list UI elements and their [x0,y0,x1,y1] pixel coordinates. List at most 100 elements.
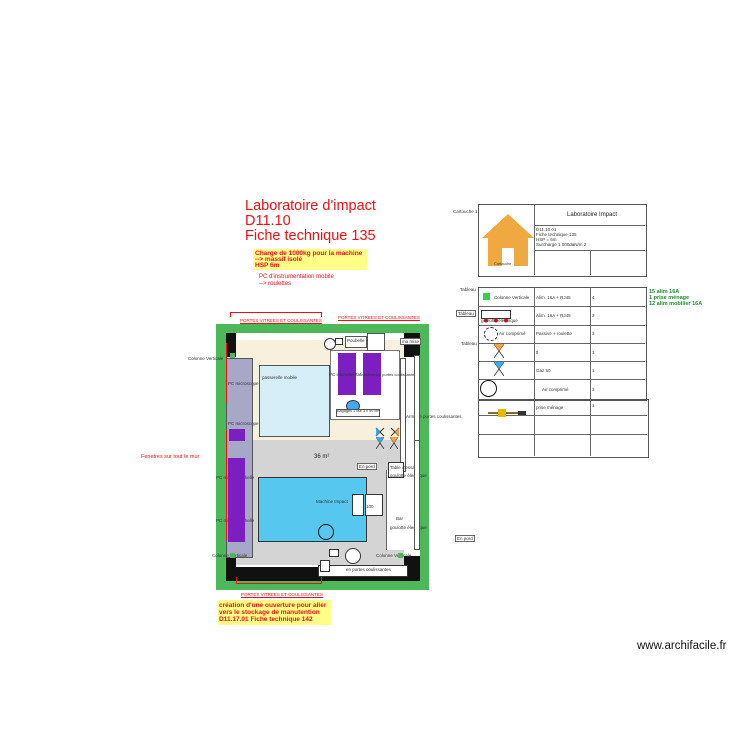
load-note-line3: HSP 6m [255,262,280,269]
legend2-col-1 [534,399,535,456]
pc-note-line1: PC d'instrumentation mobile [259,274,334,280]
colonne-marker-br [398,553,403,558]
poubelle-label: Poubelle [347,338,365,343]
legend-row6-qty: 3 [592,387,595,392]
colonne-marker-tl [230,353,235,358]
tb-divider-4 [590,250,591,275]
legend-row5-desc: Gaz 50 [536,368,551,373]
bottom-cabinet [318,565,408,577]
passerelle-label: passerelle mobile [262,375,298,380]
small-table-icon [329,549,339,557]
gas-valve-icon-4 [389,436,399,450]
colonne-marker-bl [230,553,235,558]
title-block [478,204,647,277]
watermark: www.archifacile.fr [637,640,727,652]
legend-row4-desc: tl [536,350,539,355]
purple-bench-left [228,458,245,542]
door-frame-bl [226,556,236,581]
tb-line1: D11.10.01 [536,227,557,232]
legend-table-2 [478,399,649,458]
pc-left2-label: PC microscope [228,421,259,426]
bar-label: Bar [396,516,404,521]
plan-title-line2: D11.10 [245,213,291,229]
poubelle-box [345,336,367,348]
purple-pc-2 [363,353,381,395]
door-frame-tr [404,333,420,357]
door-frame-bottom-left [236,567,320,581]
legend-row1-qty: 4 [592,295,595,300]
opening-note-line3: D11.17.01 Fiche technique 142 [219,616,313,623]
legend-colonne-icon [483,293,490,300]
tb-divider-2 [534,225,645,226]
legend-goulotte-icon [481,310,511,323]
prise-menage-icon [488,404,528,417]
goulotte-strip [414,440,420,550]
goulotte-label-1: goulotte électrique [390,473,427,478]
gas-valve-icon-2 [390,424,400,437]
small-box-icon [335,338,343,345]
load-note-line1: Charge de 1000kg pour la machine [255,250,363,257]
armoire-label: Armoire portes coulissantes [367,372,417,377]
legend-air-icon [484,327,498,341]
bagages-box [336,409,380,417]
colonne-bl-label: Colonne Verticale [212,553,248,558]
opening-note-line1: création d'une ouverture pour aller [219,602,327,609]
load-note-box [253,249,367,270]
machine-block [365,494,383,516]
plan-title-line3: Fiche technique 135 [245,228,376,244]
tableau-tag: Tableau [456,310,476,317]
gas-valve-icon-1 [375,424,385,437]
door-swing-bottom [236,577,322,584]
purple-small-left [229,429,245,441]
opening-note-box [218,600,331,625]
legend2-row-1 [478,415,647,416]
legend-row-1 [478,306,645,307]
tb-divider-1 [534,204,535,275]
legend-air-compr-icon [480,380,497,397]
table-essai-label: Table d'essai [390,465,416,470]
door-frame-tl [226,333,236,357]
tb-line2: Fiche technique 135 [536,232,577,237]
summary-line2: 1 prise ménage [649,295,690,301]
legend-row2-name: goulotte électrique [481,318,518,323]
bottom-cabinet-label: en portes coulissantes [346,567,391,572]
legend-gas-icon-1 [493,343,505,359]
legend-row7-qty: 1 [592,403,595,408]
legend-table [478,287,647,401]
windows-note: Fenetres sur tout le mur [141,454,200,460]
area-label: 36 m² [314,454,330,460]
compressed-air-icon [318,524,334,540]
side-bench [386,470,405,550]
machine-impact [258,477,367,542]
legend-side-label: Tableau [461,341,477,346]
pc-note-line2: --> roulettes [259,281,292,287]
dim-label: 100 [366,504,374,509]
cartouche-label: Cartouche 1 [453,209,478,214]
door-frame-br [404,556,420,581]
sink-box [367,333,385,351]
stool-icon [345,548,361,564]
doors-bottom-label: PORTES VITREES ET COULISSANTES [241,592,323,597]
tb-line4: Surcharge 1 000daN/m 2 [536,242,587,247]
tb-name: Laboratoire Impact [567,212,618,218]
sink-bottom-icon [320,560,330,572]
legend2-col-2 [590,399,591,456]
bagages-label: Bagages 1 lise 3 x 50 cm [337,409,380,413]
en-pord-tag-1: En pord [357,463,377,470]
legend-title: Tableau [460,287,476,292]
window-left-1 [216,343,227,403]
goulotte-label-2: goulotte électrique [390,525,427,530]
legend-row1-name: Colonne Verticale [494,295,530,300]
walkway [236,545,386,565]
mise-tag: ma mise [400,338,422,345]
table-essai-box [388,462,404,478]
legend-row4-qty: 1 [592,350,595,355]
legend-row5-qty: 1 [592,368,595,373]
gas-valve-icon-3 [375,436,385,450]
legend2-row-2 [478,434,647,435]
legend-row-3 [478,343,645,344]
legend-gas-icon-2 [493,361,505,377]
machine-label: Machine Impact [316,499,348,504]
summary-line1: 15 alim 16A [649,289,680,295]
plan-title-line1: Laboratoire d'impact [245,198,376,214]
